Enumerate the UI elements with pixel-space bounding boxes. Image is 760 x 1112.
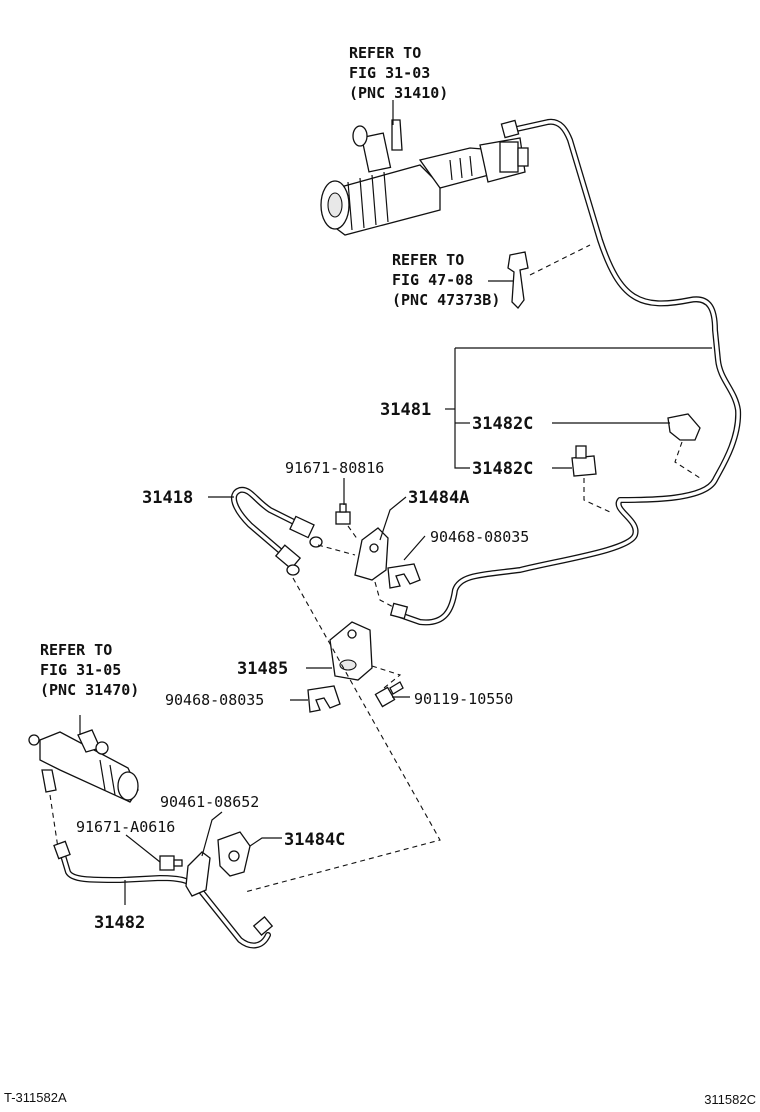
label-91671-80816: 91671-80816 (285, 459, 384, 477)
ref-clamp: REFER TO FIG 47-08 (PNC 47373B) (392, 251, 500, 309)
ref-master-cylinder: REFER TO FIG 31-03 (PNC 31410) (349, 44, 448, 102)
label-31484c: 31484C (284, 830, 345, 850)
label-31482: 31482 (94, 913, 145, 933)
bolt-91671-a0616 (159, 855, 183, 871)
bolt-91671-80816 (335, 503, 359, 541)
ref-line-2: FIG 47-08 (392, 271, 473, 289)
ref-line-2: FIG 31-05 (40, 661, 121, 679)
footer-left-code: T-311582A (4, 1090, 67, 1105)
clamp-drawing (507, 244, 591, 309)
master-cylinder-drawing (320, 119, 529, 236)
clip-90468-08035-lower (307, 685, 341, 713)
label-90468-08035-lower: 90468-08035 (165, 691, 264, 709)
ref-line-3: (PNC 31410) (349, 84, 448, 102)
bracket-31484a (317, 527, 396, 609)
clamp-90461-08652 (185, 851, 211, 897)
pipe-31481 (389, 118, 742, 626)
ref-release-cylinder: REFER TO FIG 31-05 (PNC 31470) (40, 641, 139, 699)
label-31482c-lower: 31482C (472, 459, 533, 479)
label-31485: 31485 (237, 659, 288, 679)
ref-line-1: REFER TO (392, 251, 464, 269)
label-31418: 31418 (142, 488, 193, 508)
bracket-31485 (329, 621, 373, 681)
hose-31418 (230, 486, 323, 576)
bolt-90119-10550 (371, 665, 404, 708)
footer-right-code: 311582C (704, 1092, 756, 1107)
clip-31482c-lower (571, 445, 611, 513)
pipe-31482 (53, 840, 274, 949)
release-cylinder-drawing (28, 729, 139, 849)
label-31482c-upper: 31482C (472, 414, 533, 434)
ref-line-2: FIG 31-03 (349, 64, 430, 82)
label-31484a: 31484A (408, 488, 469, 508)
leader-lines (79, 100, 712, 905)
ref-line-3: (PNC 31470) (40, 681, 139, 699)
ref-line-3: (PNC 47373B) (392, 291, 500, 309)
label-91671-a0616: 91671-A0616 (76, 818, 175, 836)
label-31481: 31481 (380, 400, 431, 420)
bracket-31484c (217, 831, 251, 877)
label-90119-10550: 90119-10550 (414, 690, 513, 708)
clip-31482c-upper (667, 413, 701, 479)
label-90461-08652: 90461-08652 (160, 793, 259, 811)
ref-line-1: REFER TO (40, 641, 112, 659)
ref-line-1: REFER TO (349, 44, 421, 62)
label-90468-08035-upper: 90468-08035 (430, 528, 529, 546)
clip-90468-08035-upper (387, 563, 421, 589)
